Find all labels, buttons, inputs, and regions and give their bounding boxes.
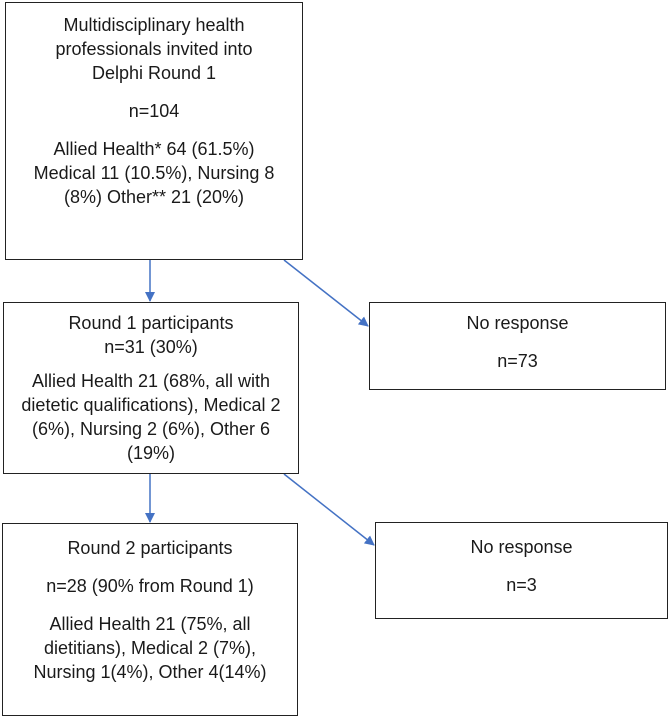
invited-breakdown-2: Medical 11 (10.5%), Nursing 8 — [33, 163, 275, 183]
round1-count: n=31 (30%) — [104, 337, 198, 357]
invited-breakdown-1: Allied Health* 64 (61.5%) — [53, 139, 255, 159]
no-response-1-count: n=73 — [497, 351, 538, 371]
round1-breakdown: Allied Health 21 (68%, all with dietetic… — [21, 371, 281, 463]
no-response-2-title: No response — [470, 537, 573, 557]
no-response-1-box: No response n=73 — [369, 302, 666, 390]
round1-title: Round 1 participants — [68, 313, 234, 333]
round2-box: Round 2 participants n=28 (90% from Roun… — [2, 523, 298, 716]
round2-title: Round 2 participants — [67, 538, 233, 558]
round1-box: Round 1 participants n=31 (30%) Allied H… — [3, 302, 299, 474]
invited-box: Multidisciplinary health professionals i… — [5, 2, 303, 260]
invited-count: n=104 — [128, 101, 180, 121]
round2-count: n=28 (90% from Round 1) — [46, 576, 254, 596]
invited-title: Multidisciplinary health professionals i… — [55, 15, 253, 83]
no-response-1-title: No response — [466, 313, 569, 333]
invited-breakdown-3: (8%) Other** 21 (20%) — [63, 187, 245, 207]
no-response-2-count: n=3 — [506, 575, 537, 595]
round2-breakdown: Allied Health 21 (75%, all dietitians), … — [33, 614, 267, 682]
no-response-2-box: No response n=3 — [375, 522, 668, 619]
